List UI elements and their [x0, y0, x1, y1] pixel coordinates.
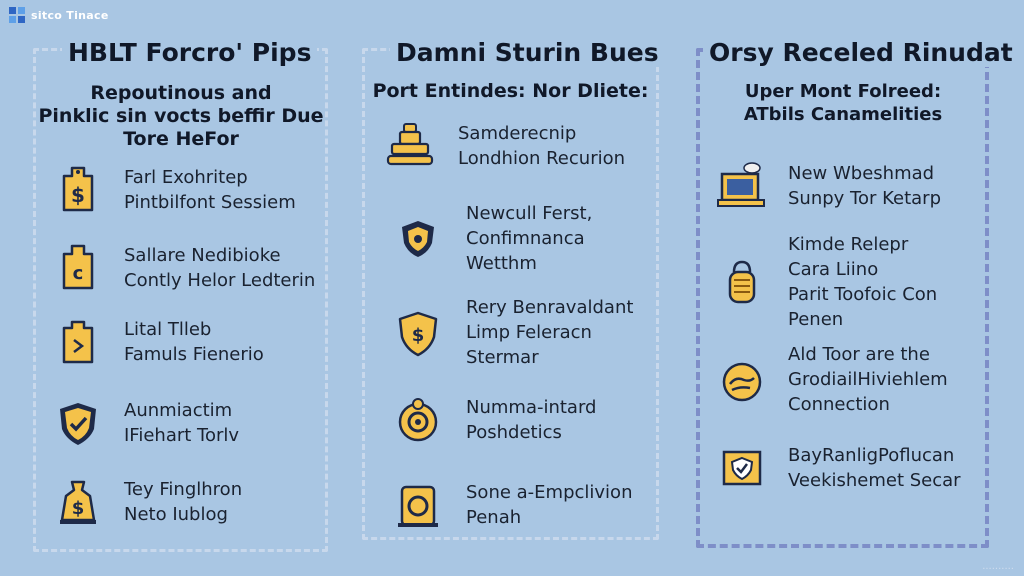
column-3-subtitle: Uper Mont Folreed: ATbils Canamelities [700, 80, 986, 126]
svg-text:$: $ [71, 183, 85, 207]
money-bag-icon: $ [50, 474, 106, 530]
shield-badge-icon [390, 211, 446, 267]
gear-shield-icon [390, 392, 446, 448]
column-2-title: Damni Sturin Bues [390, 38, 665, 67]
column-1-subtitle: Repoutinous and Pinklic sin vocts beffir… [36, 82, 326, 151]
shield-frame-icon [714, 440, 770, 496]
coin-tag-icon: c [50, 240, 106, 296]
subtitle-line: Uper Mont Folreed: [744, 81, 942, 102]
svg-text:$: $ [412, 325, 425, 346]
brand-name: sitco Tinace [31, 8, 109, 22]
tag-icon [50, 314, 106, 370]
watermark: .......... [982, 561, 1014, 572]
brand-logo-icon [9, 7, 25, 23]
subtitle-line: Tore HeFor [123, 128, 239, 150]
money-tag-icon: $ [50, 162, 106, 218]
shield-check-icon [50, 395, 106, 451]
column-3-title: Orsy Receled Rinudat [703, 38, 1019, 67]
shield-dollar-icon: $ [390, 305, 446, 361]
subtitle-line: Port Entindes: Nor Dliete: [372, 80, 649, 102]
lock-token-icon [714, 254, 770, 310]
hand-coin-icon [714, 352, 770, 408]
subtitle-line: Pinklic sin vocts beffir Due [38, 105, 324, 127]
column-2-subtitle: Port Entindes: Nor Dliete: [365, 80, 656, 103]
column-1-title: HBLT Forcro' Pips [62, 38, 318, 67]
subtitle-line: ATbils Canamelities [743, 104, 943, 125]
laptop-icon [714, 158, 770, 214]
svg-text:$: $ [72, 498, 85, 519]
database-stack-icon [382, 118, 438, 174]
subtitle-line: Repoutinous and [90, 82, 272, 104]
coin-card-icon [390, 477, 446, 533]
brand: sitco Tinace [8, 6, 109, 24]
svg-text:c: c [73, 263, 84, 284]
